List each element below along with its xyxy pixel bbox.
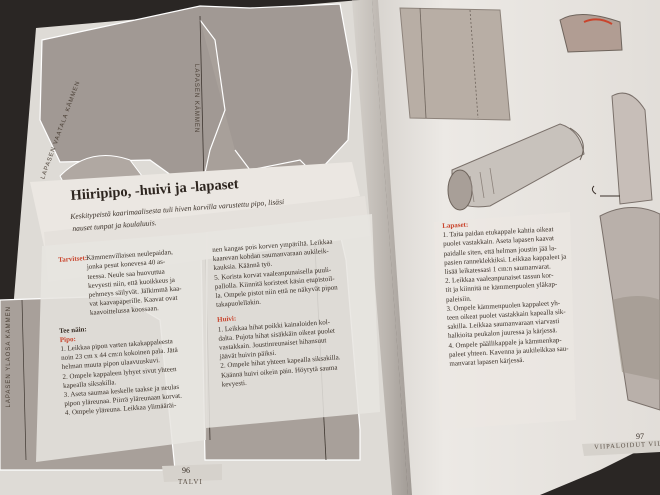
pattern-label-mid: LAPASEN KÄMMEN	[193, 64, 199, 134]
footer-left: TALVI	[178, 478, 203, 486]
instructions-column-1: Tarvitset: Kämmenvillaisen neulepaidan,j…	[58, 248, 190, 419]
mitten-illustration	[611, 92, 653, 205]
pattern-label-side: LAPASEN YLÄOSA KÄMMEN	[6, 306, 12, 408]
page-number-right: 97	[636, 432, 644, 441]
scarf-illustration	[447, 123, 585, 211]
scissors-icon	[591, 185, 620, 197]
hat-pattern	[559, 14, 623, 53]
instructions-right: Lapaset: 1. Taita paidan etukappale kaht…	[442, 216, 572, 369]
instructions-column-2: nen kangas pois korven ympäriltä. Leikka…	[212, 237, 344, 389]
sweater-pattern	[399, 7, 511, 121]
page-number-left: 96	[182, 466, 190, 475]
